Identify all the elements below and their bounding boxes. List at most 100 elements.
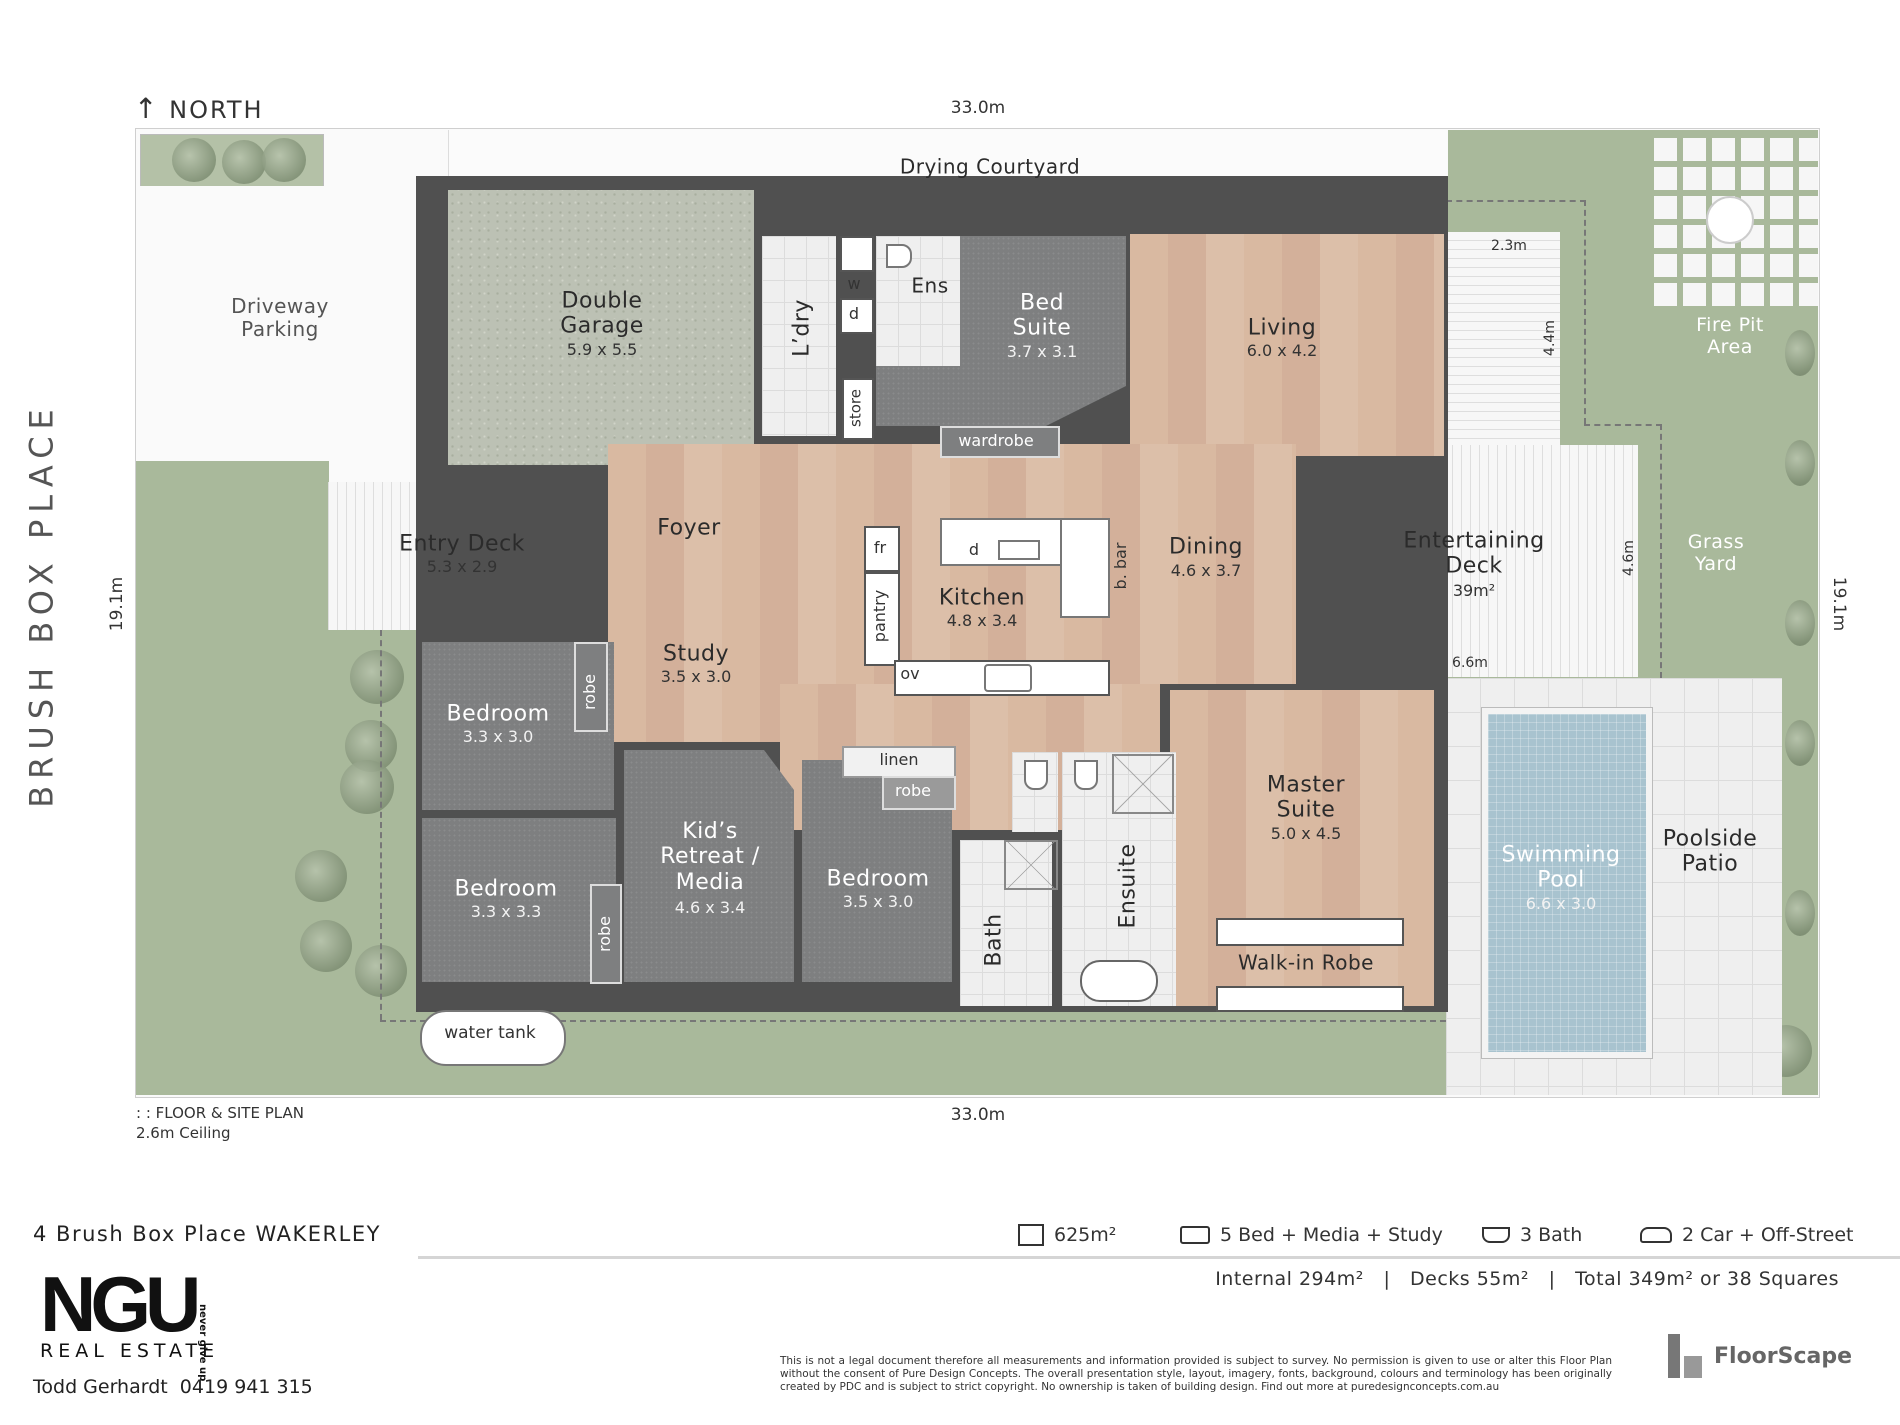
driveway-label: Driveway Parking <box>231 294 329 341</box>
shrub <box>340 760 394 814</box>
washer <box>840 236 874 272</box>
robe3-label: robe <box>894 780 932 800</box>
stat-bath: 3 Bath <box>1482 1224 1582 1246</box>
laundry-floor <box>762 236 836 436</box>
toilet <box>1074 760 1098 790</box>
street-name: BRUSH BOX PLACE <box>22 402 61 808</box>
laundry-label: L’dry <box>789 299 815 357</box>
study-size: 3.5 x 3.0 <box>660 666 732 686</box>
stat-beds-text: 5 Bed + Media + Study <box>1220 1224 1443 1246</box>
shrub <box>300 920 352 972</box>
bed-suite-size: 3.7 x 3.1 <box>1006 341 1078 361</box>
floorscape-text: FloorScape <box>1714 1343 1853 1369</box>
disclaimer: This is not a legal document therefore a… <box>780 1355 1612 1394</box>
logo-sub: REAL ESTATE <box>40 1340 220 1362</box>
shrub <box>262 138 306 182</box>
kids-retreat-size: 4.6 x 3.4 <box>674 897 746 917</box>
dimension-right: 19.1m <box>1828 576 1849 632</box>
living-size: 6.0 x 4.2 <box>1246 340 1318 360</box>
deck-dim-h2: 4.6m <box>1620 540 1637 576</box>
wardrobe-label: wardrobe <box>958 430 1034 450</box>
address: 4 Brush Box Place WAKERLEY <box>33 1222 381 1246</box>
land-area-icon <box>1018 1224 1044 1246</box>
dining-label: Dining <box>1168 534 1244 560</box>
study-label: Study <box>662 641 730 667</box>
bath-icon <box>1482 1227 1510 1243</box>
living-floor <box>1130 234 1444 456</box>
fire-pit-label: Fire Pit Area <box>1696 314 1764 358</box>
ent-deck-label: Entertaining Deck <box>1403 528 1545 579</box>
ent-deck-upper <box>1446 232 1560 457</box>
dashed-boundary <box>1660 424 1662 678</box>
agency-logo: NGU never give up REAL ESTATE <box>40 1264 230 1381</box>
pool-size: 6.6 x 3.0 <box>1525 893 1597 913</box>
robe-2 <box>590 884 622 984</box>
shrub <box>350 650 404 704</box>
deck-dim-w2: 6.6m <box>1452 654 1488 671</box>
shrub <box>1785 890 1815 936</box>
dimension-bottom: 33.0m <box>950 1105 1006 1126</box>
shower <box>1004 840 1058 890</box>
fridge <box>864 526 900 572</box>
ens-label: Ens <box>911 273 949 298</box>
north-arrow: ↑ NORTH <box>134 92 264 125</box>
shower <box>1112 754 1174 814</box>
bed1-label: Bedroom <box>446 701 550 727</box>
stat-car-text: 2 Car + Off-Street <box>1682 1224 1854 1246</box>
area-decks: Decks 55m² <box>1410 1268 1530 1290</box>
area-sep: | <box>1548 1268 1556 1290</box>
bed2-size: 3.3 x 3.3 <box>470 901 542 921</box>
bed2-floor <box>422 818 616 982</box>
dimension-top: 33.0m <box>950 98 1006 119</box>
bed3-size: 3.5 x 3.0 <box>842 891 914 911</box>
dryer <box>840 298 874 334</box>
entry-deck-size: 5.3 x 2.9 <box>426 556 498 576</box>
drying-courtyard-label: Drying Courtyard <box>899 154 1081 179</box>
dashed-boundary <box>380 630 382 1020</box>
stat-land-text: 625m² <box>1054 1224 1117 1246</box>
robe-3 <box>882 776 956 810</box>
bath-label: Bath <box>981 913 1007 967</box>
area-total: Total 349m² or 38 Squares <box>1575 1268 1839 1290</box>
dryer-label: d <box>848 303 860 323</box>
dashed-boundary <box>1584 424 1662 426</box>
car-icon <box>1640 1227 1672 1243</box>
kitchen-size: 4.8 x 3.4 <box>946 610 1018 630</box>
fire-pit <box>1706 196 1754 244</box>
stat-land: 625m² <box>1018 1224 1116 1246</box>
area-sep: | <box>1383 1268 1391 1290</box>
master-suite-size: 5.0 x 4.5 <box>1270 823 1342 843</box>
area-summary: Internal 294m² | Decks 55m² | Total 349m… <box>1215 1268 1839 1290</box>
shrub <box>1785 600 1815 646</box>
swimming-pool-water <box>1481 707 1653 1059</box>
water-tank <box>420 1010 566 1066</box>
plan-caption-title: : : FLOOR & SITE PLAN <box>136 1104 304 1122</box>
dishwasher-label: d <box>968 539 980 559</box>
garage-size: 5.9 x 5.5 <box>566 339 638 359</box>
poolside-patio-label: Poolside Patio <box>1662 826 1758 877</box>
dining-size: 4.6 x 3.7 <box>1170 560 1242 580</box>
north-arrow-icon: ↑ <box>134 92 160 125</box>
store-label: store <box>846 389 865 427</box>
walkin-robe-label: Walk-in Robe <box>1238 950 1374 975</box>
dashed-boundary <box>1446 200 1586 202</box>
floorscape-logo: FloorScape <box>1668 1334 1852 1378</box>
foyer-label: Foyer <box>657 515 721 541</box>
water-tank-label: water tank <box>444 1023 536 1044</box>
driveway-area <box>136 186 418 461</box>
grass-yard-label: Grass Yard <box>1687 531 1745 575</box>
ensuite-label: Ensuite <box>1115 843 1141 929</box>
dashed-boundary <box>1584 200 1586 424</box>
fridge-label: fr <box>873 537 887 557</box>
oven-label: ov <box>900 663 920 683</box>
area-internal: Internal 294m² <box>1215 1268 1364 1290</box>
bed1-size: 3.3 x 3.0 <box>462 726 534 746</box>
walkin-rail-2 <box>1216 986 1404 1012</box>
agent-contact: Todd Gerhardt 0419 941 315 <box>33 1376 313 1398</box>
dimension-left: 19.1m <box>107 576 128 632</box>
ens-floor <box>876 236 960 368</box>
breakfast-bar-label: b. bar <box>1110 542 1130 590</box>
front-lawn <box>136 461 329 1095</box>
master-suite-label: Master Suite <box>1266 772 1346 823</box>
shrub <box>222 140 266 184</box>
